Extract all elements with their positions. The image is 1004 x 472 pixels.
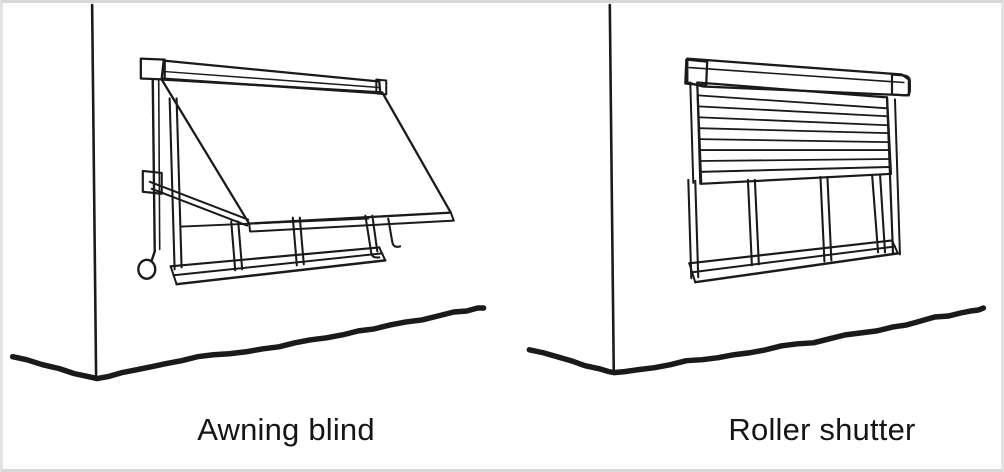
awning-head-rail [139,57,388,96]
awning-window [168,97,402,286]
caption-awning-blind: Awning blind [197,412,375,447]
awning-blind-illustration [9,3,487,382]
shutter-guide-rails [689,81,901,256]
shutter-curtain [696,81,893,185]
shutter-window [687,173,900,284]
roller-shutter-illustration [526,3,987,376]
awning-fabric [160,78,452,225]
awning-wall-edge [90,3,98,379]
caption-roller-shutter: Roller shutter [728,412,916,447]
shutter-head-box [684,57,911,97]
awning-crank-handle [137,78,161,280]
awning-support-arm [141,169,250,227]
shutter-wall-edge [608,3,616,374]
awning-ground-line [9,305,487,382]
shutter-ground-line [526,305,987,376]
blinds-illustration-canvas [9,3,987,382]
awning-front-bar [248,211,455,233]
